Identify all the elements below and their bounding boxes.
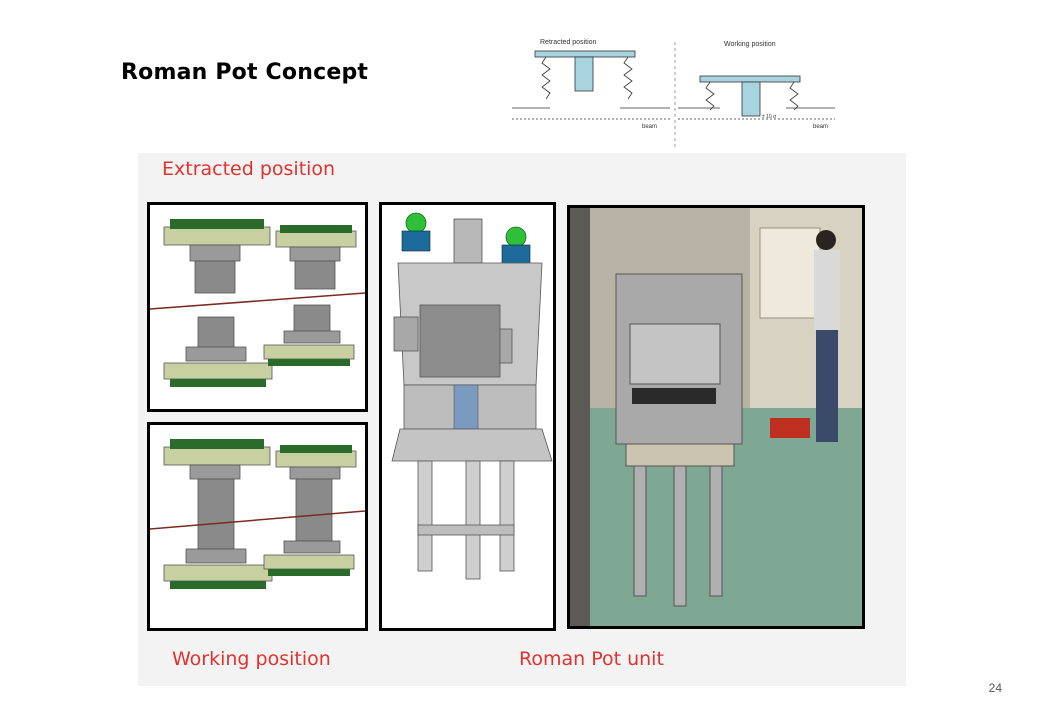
page-number: 24: [988, 681, 1002, 695]
extracted-position-render: [147, 202, 368, 412]
green-sphere-left: [405, 212, 427, 234]
person-silhouette: [814, 230, 840, 442]
beam-label-left: beam: [642, 124, 657, 130]
working-position-render: [147, 422, 368, 631]
beam-line: [150, 292, 365, 310]
working-position-label: Working position: [172, 648, 331, 670]
pot-position-schematic: Retracted position beam Working position…: [510, 30, 842, 148]
beam-line: [150, 510, 365, 530]
working-pot-left: [163, 439, 273, 589]
green-sphere-right: [505, 226, 527, 248]
retracted-position-label: Retracted position: [540, 39, 597, 46]
beam-label-right: beam: [813, 124, 828, 130]
upper-pot-right: [275, 225, 357, 290]
lower-pot-left: [163, 316, 273, 387]
red-equipment: [770, 418, 810, 438]
working-position-label-small: Working position: [724, 41, 776, 48]
slide-title: Roman Pot Concept: [121, 60, 369, 85]
lower-pot-right: [263, 304, 355, 366]
roman-pot-unit-photo: [567, 205, 865, 629]
roman-pot-unit-drawing: [379, 202, 556, 631]
upper-pot-left: [163, 219, 271, 294]
extracted-position-label: Extracted position: [162, 158, 336, 180]
distance-label: ± 10 σ: [762, 114, 777, 120]
roman-pot-machine: [615, 273, 743, 607]
roman-pot-unit-label: Roman Pot unit: [519, 648, 664, 670]
working-pot-right: [263, 445, 357, 576]
